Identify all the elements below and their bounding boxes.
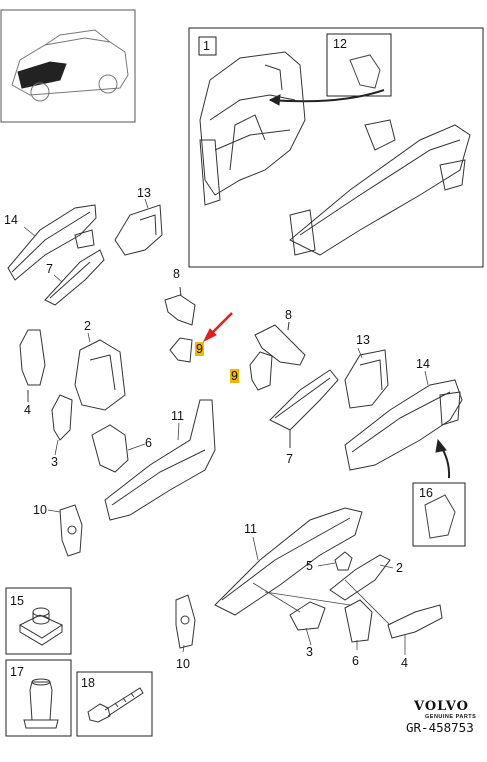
part-9-right-drawing [249,351,273,391]
part-label-8-left: 8 [173,267,180,281]
part-10-drawing [59,504,83,557]
part-label-7-right: 7 [286,452,293,466]
part-label-16: 16 [419,486,433,500]
part-label-1: 1 [203,39,210,53]
part-10-lower-drawing [175,594,196,649]
label-box-15 [5,587,72,655]
part-label-13-right: 13 [356,333,370,347]
part-label-10-left: 10 [33,503,47,517]
car-thumbnail [0,9,136,123]
part-18-drawing [87,687,144,723]
part-3-drawing [51,394,73,441]
part-label-15: 15 [10,594,24,608]
part-8-left-drawing [164,286,196,326]
part-2-drawing [74,339,126,411]
label-box-1 [198,36,217,56]
part-14-right-drawing [344,379,463,471]
part-14-drawing [7,204,97,281]
part-label-18: 18 [81,676,95,690]
part-label-4-lower: 4 [401,656,408,670]
part-2-lower-drawing [329,554,391,601]
part-label-6-left: 6 [145,436,152,450]
part-label-14-right: 14 [416,357,430,371]
part-11-drawing [104,399,216,521]
leader-lines [23,198,429,655]
callout-box-1 [188,27,484,268]
part-3-lower-drawing [289,601,326,631]
part-9-left-drawing [169,337,193,363]
part-7-right-drawing [269,369,339,448]
brand-logo: VOLVO [414,699,469,714]
part-4-lower-drawing [387,604,443,639]
part-5-drawing [334,551,353,571]
part-label-8-right: 8 [285,308,292,322]
part-label-10-lower: 10 [176,657,190,671]
assembly-1-rail [289,119,471,256]
part-label-3-lower: 3 [306,645,313,659]
part-7-left-drawing [44,249,105,306]
part-11-lower-drawing [214,507,363,616]
part-label-17: 17 [10,665,24,679]
part-label-9-right: 9 [230,369,239,383]
part-label-14-left: 14 [4,213,18,227]
label-box-17 [5,659,72,737]
part-4-drawing [19,329,46,402]
part-6-drawing [91,424,129,473]
brand-subtitle: GENUINE PARTS [425,714,477,720]
label-box-16 [412,482,466,547]
part-label-5: 5 [306,559,313,573]
part-label-2-left: 2 [84,319,91,333]
part-label-11-left: 11 [171,409,184,423]
part-17-drawing [23,678,59,729]
label-box-18 [76,671,153,737]
part-label-4-left: 4 [24,403,31,417]
part-label-6-lower: 6 [352,654,359,668]
assembly-1-drawing [199,51,306,206]
part-label-12: 12 [333,37,347,51]
part-6-lower-drawing [344,599,373,643]
part-label-7-left: 7 [46,262,53,276]
part-13-right-drawing [344,349,389,409]
part-label-11-lower: 11 [244,522,257,536]
part-label-9-left: 9 [195,342,204,356]
pointer-arrow [202,312,233,343]
diagram-code: GR-458753 [406,720,474,735]
part-label-2-lower: 2 [396,561,403,575]
part-label-13-left: 13 [137,186,151,200]
part-13-drawing [114,204,163,256]
part-label-3-left: 3 [51,455,58,469]
part-15-drawing [18,607,64,646]
part-8-right-drawing [254,321,306,366]
